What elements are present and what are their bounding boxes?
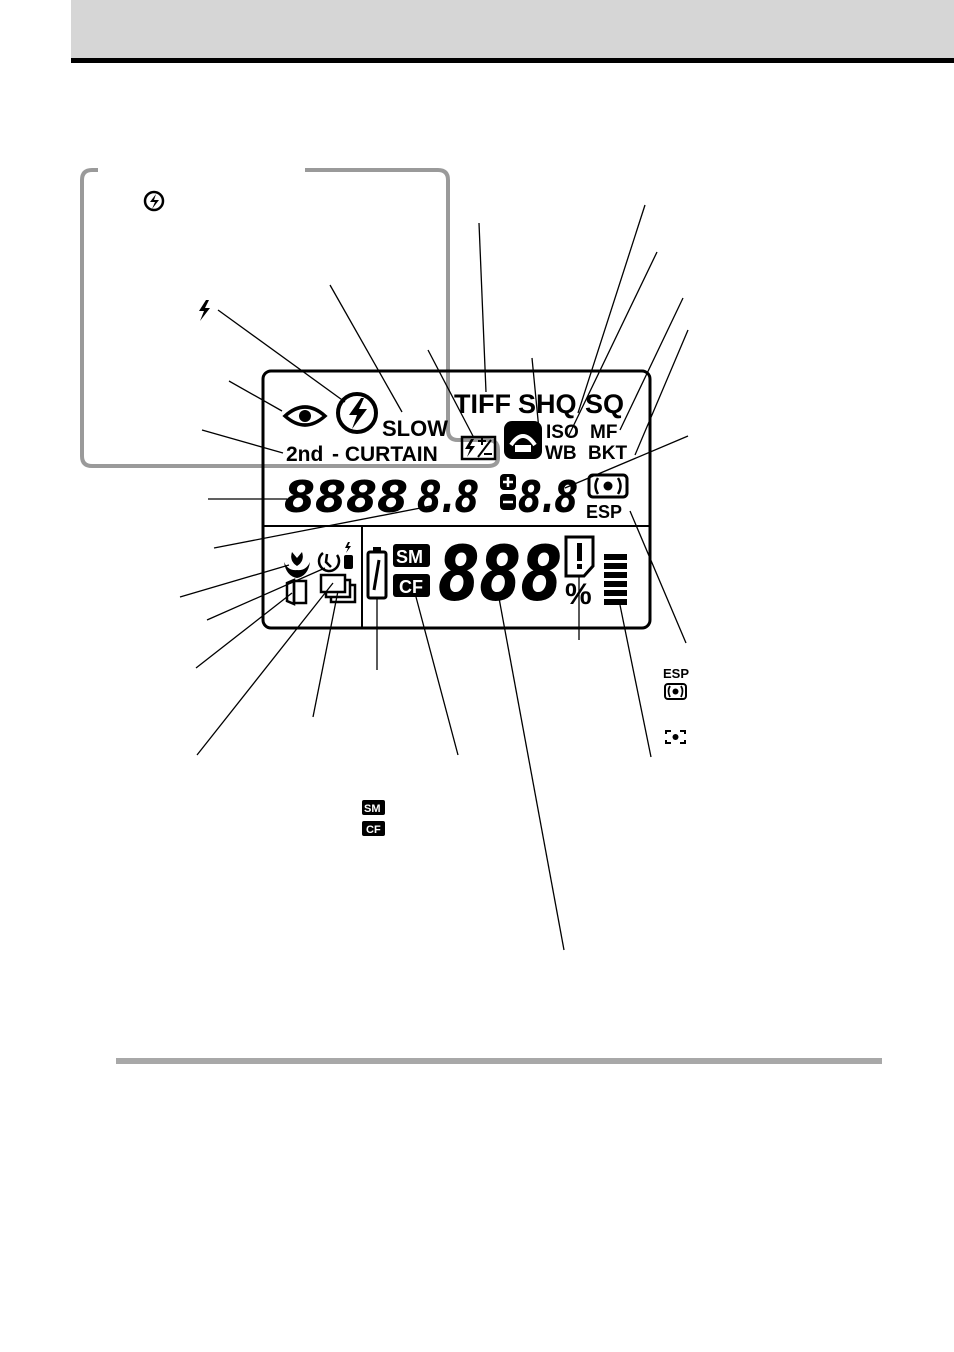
cf-badge-text: CF xyxy=(399,577,423,597)
red-eye-icon xyxy=(282,405,328,427)
legend-esp-metering-icon xyxy=(664,683,687,700)
macro-icon xyxy=(284,552,310,578)
percent-label: % xyxy=(565,578,592,611)
iso-label: ISO xyxy=(546,422,579,443)
footer-rule xyxy=(116,1058,882,1064)
legend-esp-label: ESP xyxy=(663,666,689,681)
metering-icon xyxy=(587,473,629,499)
mf-label: MF xyxy=(590,422,617,443)
second-label: 2nd xyxy=(286,443,323,466)
slow-label: SLOW xyxy=(382,416,448,441)
header-band xyxy=(71,0,954,58)
shq-label: SHQ xyxy=(518,389,577,419)
flash-compensation-icon xyxy=(460,435,497,461)
movie-icon xyxy=(285,578,308,606)
card-warning-icon xyxy=(564,535,595,578)
tiff-label: TIFF xyxy=(454,389,511,419)
curtain-label: - CURTAIN xyxy=(332,443,438,466)
aperture-digits: 8.8 xyxy=(417,472,479,523)
esp-label: ESP xyxy=(586,502,622,522)
callout-lines xyxy=(179,204,689,951)
compactflash-icon: CF xyxy=(393,574,430,597)
memory-gauge-icon xyxy=(604,554,627,605)
flash-icon xyxy=(336,392,378,434)
battery-icon xyxy=(366,547,388,600)
remote-icon xyxy=(344,542,353,569)
bkt-label: BKT xyxy=(588,443,627,464)
legend-smartmedia-icon: SM xyxy=(362,800,385,815)
smartmedia-icon: SM xyxy=(393,544,430,567)
legend-compactflash-icon: CF xyxy=(362,821,385,836)
flash-callout-frame xyxy=(80,168,500,468)
custom-wb-icon xyxy=(504,421,542,459)
sq-label: SQ xyxy=(585,389,624,419)
plus-minus-icon xyxy=(500,474,516,510)
legend-cf-text: CF xyxy=(366,824,381,836)
wb-label: WB xyxy=(545,443,577,464)
header-rule xyxy=(71,58,954,63)
self-timer-icon xyxy=(317,552,341,573)
sm-badge-text: SM xyxy=(396,547,423,567)
exposure-compensation-digits: 8.8 xyxy=(518,472,578,523)
flash-bolt-icon xyxy=(199,300,210,321)
legend-spot-metering-icon xyxy=(665,730,686,744)
legend-sm-text: SM xyxy=(364,803,381,815)
sequential-shooting-icon xyxy=(319,573,357,604)
shutter-speed-digits: 8888 xyxy=(284,472,408,523)
flash-off-icon xyxy=(143,190,165,212)
